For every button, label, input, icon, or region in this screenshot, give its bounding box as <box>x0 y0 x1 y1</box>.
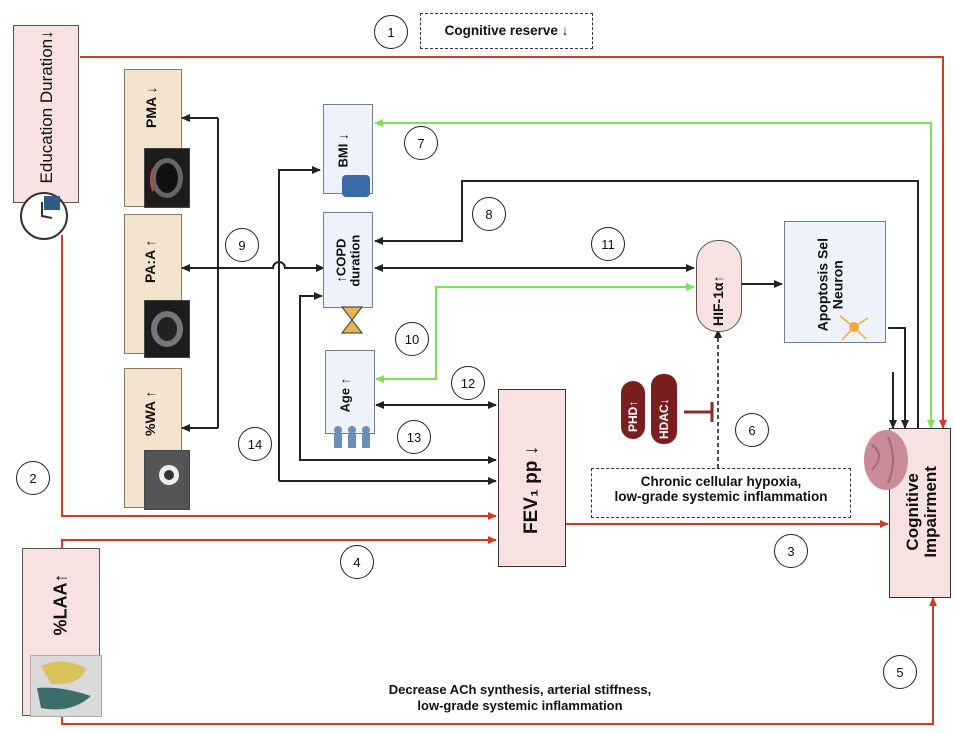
cognitive-reserve-box: Cognitive reserve ↓ <box>420 13 593 49</box>
bmi-label: BMI ↓ <box>336 118 351 168</box>
laa-label: %LAA↑ <box>51 566 72 636</box>
education-duration-label: Education Duration↓ <box>38 22 56 192</box>
hypoxia-line-1: Chronic cellular hypoxia, <box>592 474 850 489</box>
neuron-icon <box>838 312 870 342</box>
airway-ct-icon <box>144 450 190 510</box>
number-badge-4: 4 <box>340 545 374 579</box>
arrow-9-paa-copd <box>182 262 324 268</box>
number-badge-8: 8 <box>472 197 506 231</box>
number-badge-9: 9 <box>225 228 259 262</box>
number-badge-14: 14 <box>238 427 272 461</box>
arrow-4-laa-fev1 <box>62 540 496 548</box>
number-badge-11: 11 <box>591 227 625 261</box>
scale-icon <box>342 175 370 197</box>
lung-ct-icon <box>144 148 190 208</box>
hypoxia-line-2: low-grade systemic inflammation <box>592 489 850 504</box>
hdac-label: HDAC↓ <box>657 377 671 439</box>
wa-label: %WA ↑ <box>142 376 158 436</box>
phd-label: PHD↑ <box>626 386 640 432</box>
lung-ct-icon <box>144 300 190 358</box>
pa-a-label: PA:A ↑ <box>142 223 158 283</box>
number-badge-5: 5 <box>883 655 917 689</box>
number-badge-3: 3 <box>774 534 808 568</box>
clock-book-icon <box>20 192 68 240</box>
number-badge-2: 2 <box>16 461 50 495</box>
people-icon <box>330 425 376 449</box>
brain-icon <box>858 425 916 495</box>
number-badge-6: 6 <box>735 413 769 447</box>
number-badge-13: 13 <box>397 420 431 454</box>
number-badge-1: 1 <box>374 15 408 49</box>
number-badge-12: 12 <box>451 366 485 400</box>
bottom-note: Decrease ACh synthesis, arterial stiffne… <box>300 682 740 715</box>
pma-label: PMA ↓ <box>143 78 159 128</box>
hif1a-label: HIF-1α↑ <box>710 246 726 326</box>
hypoxia-box: Chronic cellular hypoxia, low-grade syst… <box>591 468 851 518</box>
number-badge-10: 10 <box>395 322 429 356</box>
age-label: Age ↑ <box>338 363 353 413</box>
bottom-note-line-1: Decrease ACh synthesis, arterial stiffne… <box>300 682 740 698</box>
lung-laa-icon <box>30 655 102 717</box>
cognitive-reserve-label: Cognitive reserve ↓ <box>445 23 569 38</box>
number-badge-7: 7 <box>404 126 438 160</box>
inhibitor-bar <box>684 402 712 422</box>
copd-duration-label: ↑COPD duration <box>334 216 361 306</box>
arrow-apoptosis-cognitive <box>888 328 905 428</box>
fev1pp-label: FEV₁ pp ↓ <box>521 424 543 534</box>
hourglass-icon <box>340 305 364 335</box>
bottom-note-line-2: low-grade systemic inflammation <box>300 698 740 714</box>
education-duration-box: Education Duration↓ <box>13 25 79 203</box>
